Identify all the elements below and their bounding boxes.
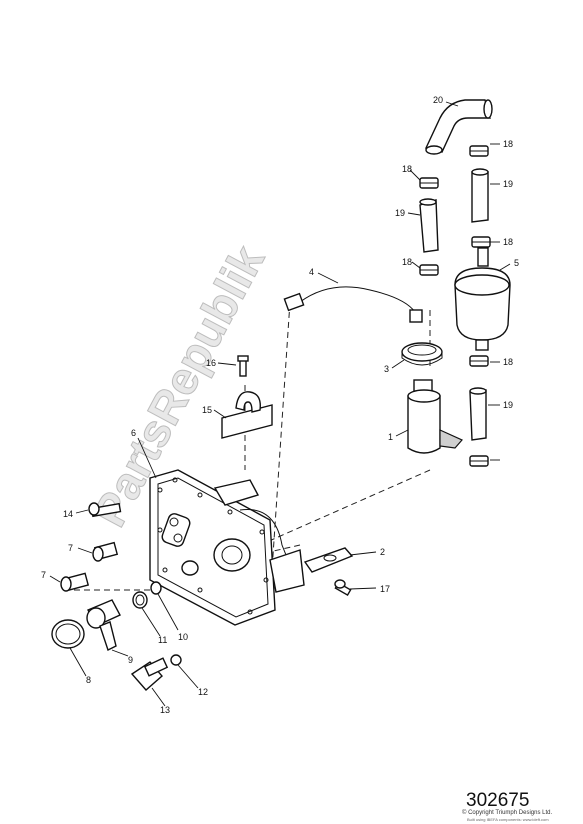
- fuel-filter: [454, 247, 511, 351]
- callout-9: 9: [128, 655, 133, 665]
- fitting-7-upper: [92, 541, 119, 562]
- mounting-bracket: [221, 391, 273, 439]
- callout-13: 13: [160, 705, 170, 715]
- callout-19b: 19: [395, 208, 405, 218]
- callout-8: 8: [86, 675, 91, 685]
- hose-elbow: [425, 99, 493, 155]
- hose-straight-2: [419, 198, 439, 253]
- callout-14: 14: [63, 509, 73, 519]
- callout-6: 6: [131, 428, 136, 438]
- fitting-7-lower: [60, 572, 90, 592]
- pump-seal: [401, 342, 443, 366]
- hose-clip-2: [419, 177, 439, 189]
- callout-18b: 18: [402, 164, 412, 174]
- copyright-notice: © Copyright Triumph Designs Ltd.: [462, 810, 553, 816]
- callout-4: 4: [309, 267, 314, 277]
- pump-mounting-plate: [149, 469, 305, 626]
- callout-20: 20: [433, 95, 443, 105]
- screw-17: [334, 579, 352, 597]
- hose-clip-1: [469, 145, 489, 157]
- hose-straight-1: [471, 168, 489, 223]
- connector-9: [86, 599, 121, 651]
- callout-5: 5: [514, 258, 519, 268]
- callout-18e: 18: [503, 357, 513, 367]
- diagram-reference-number: 302675: [466, 790, 530, 811]
- wiring-harness: [283, 286, 423, 323]
- callout-19c: 19: [503, 400, 513, 410]
- callout-3: 3: [384, 364, 389, 374]
- callout-15: 15: [202, 405, 212, 415]
- dashed-line-pump: [259, 469, 431, 546]
- circlip-8: [51, 619, 85, 649]
- o-ring-10: [150, 581, 162, 595]
- callout-16: 16: [206, 358, 216, 368]
- callout-2: 2: [380, 547, 385, 557]
- hose-clip-4: [419, 264, 439, 276]
- callout-18c: 18: [503, 237, 513, 247]
- hose-clip-5: [469, 355, 489, 367]
- bolt-16: [237, 355, 249, 377]
- callout-7b: 7: [41, 570, 46, 580]
- leader-lines: [49, 101, 511, 707]
- bolt-14: [88, 502, 122, 518]
- callout-18a: 18: [503, 139, 513, 149]
- hose-clip-6: [469, 455, 489, 467]
- callout-10: 10: [178, 632, 188, 642]
- sensor-13: [130, 657, 169, 691]
- callout-1: 1: [388, 432, 393, 442]
- callout-12: 12: [198, 687, 208, 697]
- fuel-pump: [407, 379, 463, 454]
- o-ring-12: [170, 654, 182, 666]
- callout-labels: 1 2 3 4 5 6 7 7 8 9 10 11 12 13 14 15 16…: [41, 95, 519, 715]
- callout-19a: 19: [503, 179, 513, 189]
- o-ring-11: [132, 591, 148, 609]
- callout-17: 17: [380, 584, 390, 594]
- callout-18d: 18: [402, 257, 412, 267]
- hose-straight-3: [469, 387, 487, 441]
- clamp-2: [303, 547, 354, 573]
- callout-7a: 7: [68, 543, 73, 553]
- built-by-notice: Built using IBEFA components: www.ideft.…: [467, 817, 549, 822]
- hose-clip-3: [471, 236, 491, 248]
- callout-11: 11: [158, 635, 167, 645]
